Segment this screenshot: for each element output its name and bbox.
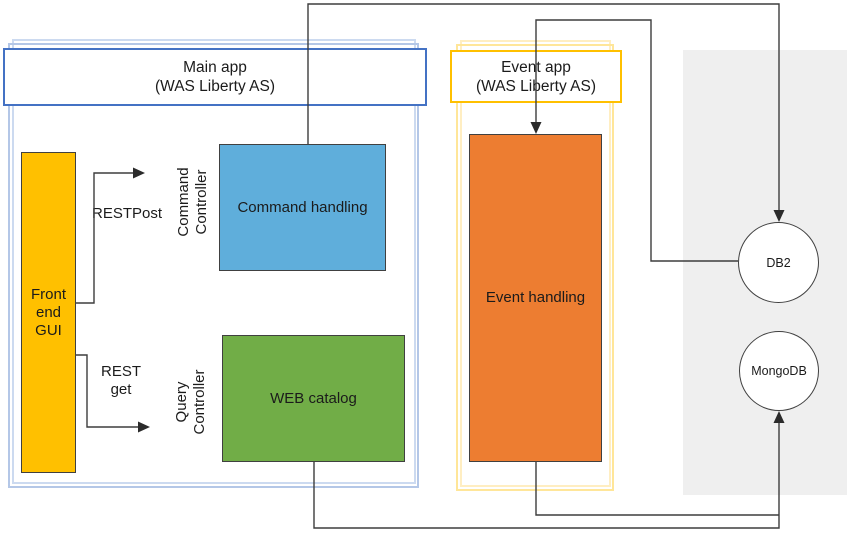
- db2-label: DB2: [766, 255, 791, 270]
- command-controller-line2: Controller: [193, 169, 210, 235]
- mongodb-circle: MongoDB: [739, 331, 819, 411]
- main-app-container-shadow: [12, 39, 416, 484]
- event-handling-label: Event handling: [485, 289, 586, 306]
- command-controller-label: Command Controller: [175, 142, 211, 262]
- front-end-gui-box: Front end GUI: [21, 152, 76, 473]
- query-controller-line1: Query: [173, 381, 190, 423]
- query-controller-line2: Controller: [191, 369, 208, 435]
- main-app-container: [8, 43, 419, 488]
- event-app-title-line1: Event app: [501, 58, 571, 76]
- query-controller-label: Query Controller: [173, 342, 209, 462]
- web-catalog-label: WEB catalog: [270, 389, 357, 407]
- command-handling-box: Command handling: [219, 144, 386, 271]
- front-end-gui-line1: Front: [30, 285, 66, 303]
- rest-post-label: RESTPost: [91, 205, 163, 222]
- command-controller-line1: Command: [175, 167, 192, 237]
- rest-get-line1: REST: [100, 363, 141, 380]
- front-end-gui-line2: end: [35, 303, 62, 321]
- rest-get-line2: get: [110, 381, 132, 398]
- main-app-title-box: Main app (WAS Liberty AS): [3, 48, 427, 106]
- event-handling-box: Event handling: [469, 134, 602, 462]
- event-app-title-box: Event app (WAS Liberty AS): [450, 50, 622, 103]
- mongodb-label: MongoDB: [751, 364, 807, 378]
- main-app-title-line2: (WAS Liberty AS): [154, 78, 275, 95]
- rest-get-label: REST get: [91, 363, 151, 399]
- main-app-title-line1: Main app: [183, 59, 247, 76]
- event-app-title-line2: (WAS Liberty AS): [475, 77, 596, 95]
- front-end-gui-line3: GUI: [35, 321, 62, 339]
- db2-circle: DB2: [738, 222, 819, 303]
- command-handling-label: Command handling: [237, 198, 368, 216]
- web-catalog-box: WEB catalog: [222, 335, 405, 462]
